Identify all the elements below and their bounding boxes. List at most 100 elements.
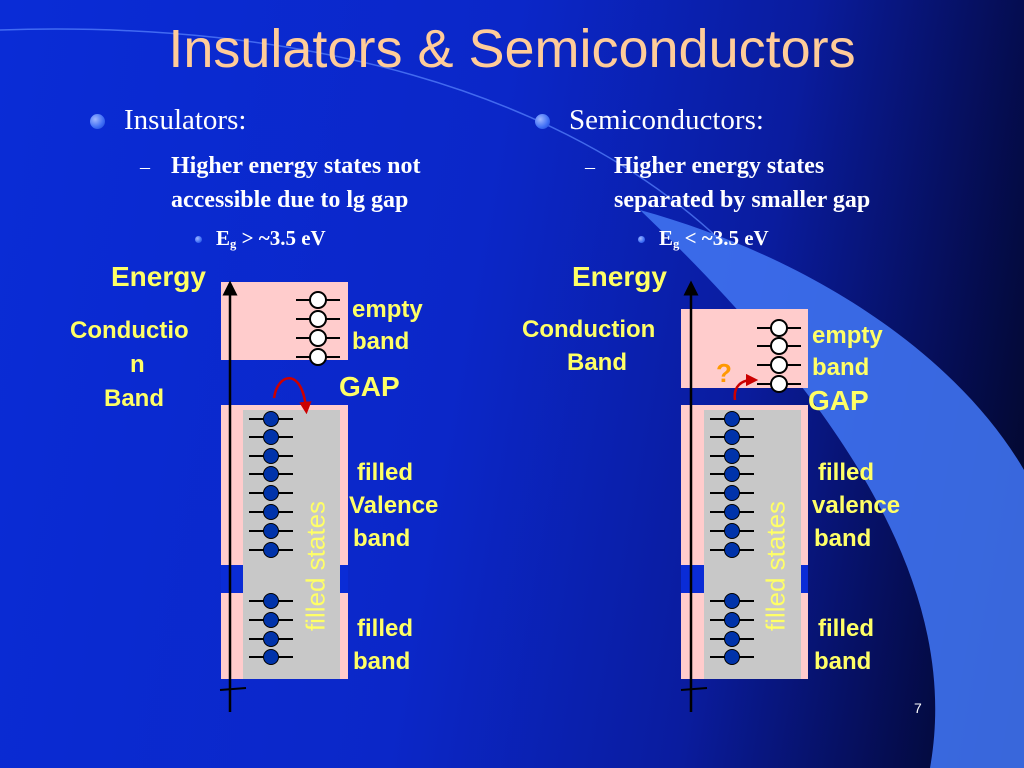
electron-dot xyxy=(724,631,740,647)
eg-symbol: E xyxy=(216,226,231,250)
electron-dot xyxy=(724,429,740,445)
empty-levels xyxy=(757,319,801,393)
electron-dot xyxy=(263,448,279,464)
electron-dot xyxy=(263,593,279,609)
insulators-eg: Eg > ~3.5 eV xyxy=(216,226,326,252)
electron-dot xyxy=(724,542,740,558)
semiconductors-desc-line1: Higher energy states xyxy=(614,153,825,179)
valence-label-line: filled xyxy=(818,459,875,486)
filled-band-label-line: filled xyxy=(357,615,414,642)
electron-dot xyxy=(263,429,279,445)
page-number: 7 xyxy=(914,700,922,716)
filled-band-label: filled band xyxy=(814,612,874,678)
gap-notch xyxy=(801,565,808,593)
empty-state-circle xyxy=(770,319,788,337)
question-mark: ? xyxy=(716,358,732,388)
conduction-label-line: Conduction xyxy=(522,316,656,343)
electron-dot xyxy=(724,448,740,464)
insulator-diagram xyxy=(219,280,348,712)
conduction-band-rect xyxy=(681,309,808,388)
electron-dot xyxy=(263,649,279,665)
valence-label-line: band xyxy=(353,525,411,552)
gap-notch xyxy=(221,565,243,593)
insulators-desc-line2: accessible due to lg gap xyxy=(171,187,409,213)
gap-label: GAP xyxy=(339,371,400,402)
axis-base-tick xyxy=(680,687,708,691)
bullet-icon xyxy=(90,114,105,129)
semiconductors-desc-line2: separated by smaller gap xyxy=(614,187,871,213)
electron-dot xyxy=(724,612,740,628)
lower-levels xyxy=(249,593,293,665)
conduction-band-label: Conductio n Band xyxy=(70,314,220,416)
bullet-icon xyxy=(195,236,202,243)
electron-dot xyxy=(724,411,740,427)
empty-label-line: empty xyxy=(812,322,883,349)
energy-label: Energy xyxy=(111,261,206,292)
eg-value: > ~3.5 eV xyxy=(236,226,326,250)
energy-label: Energy xyxy=(572,261,667,292)
empty-levels xyxy=(296,291,340,366)
electron-dot xyxy=(724,485,740,501)
eg-subscript: g xyxy=(230,237,237,252)
electron-dot xyxy=(263,612,279,628)
electron-dot xyxy=(263,411,279,427)
filled-band-label: filled band xyxy=(353,612,413,678)
filled-states-label: filled states xyxy=(300,500,331,632)
electron-dot xyxy=(263,504,279,520)
filled-band-label-line: band xyxy=(814,648,872,675)
insulators-heading: Insulators: xyxy=(124,104,247,136)
empty-label-line: band xyxy=(812,354,870,381)
eg-symbol: E xyxy=(659,226,674,250)
filled-valence-band-label: filled Valence band xyxy=(349,456,438,555)
filled-band-label-line: filled xyxy=(818,615,875,642)
empty-label-line: empty xyxy=(352,296,423,323)
electron-dot xyxy=(263,523,279,539)
filled-valence-band-label: filled valence band xyxy=(812,456,900,555)
empty-state-circle xyxy=(770,356,788,374)
empty-state-circle xyxy=(770,375,788,393)
filled-states-column xyxy=(243,410,340,679)
empty-state-circle xyxy=(309,329,327,347)
filled-states-label: filled states xyxy=(760,500,791,632)
electron-dot xyxy=(263,466,279,482)
electron-dot xyxy=(724,523,740,539)
axis-base-tick xyxy=(219,687,247,691)
gap-notch xyxy=(340,565,348,593)
conduction-label-line: n xyxy=(130,351,145,378)
empty-label-line: band xyxy=(352,328,410,355)
valence-label-line: filled xyxy=(357,459,414,486)
empty-state-circle xyxy=(309,310,327,328)
electron-dot xyxy=(724,593,740,609)
excitation-arrow xyxy=(272,377,312,415)
empty-state-circle xyxy=(309,348,327,366)
electron-dot xyxy=(724,649,740,665)
filled-states-column xyxy=(704,410,801,679)
electron-dot xyxy=(724,504,740,520)
bullet-icon xyxy=(638,236,645,243)
conduction-label-line: Conductio xyxy=(70,317,189,344)
valence-levels xyxy=(710,411,754,558)
empty-band-label: empty band xyxy=(812,320,883,384)
eg-subscript: g xyxy=(673,237,680,252)
valence-label-line: Valence xyxy=(349,492,439,519)
valence-levels xyxy=(249,411,293,558)
electron-dot xyxy=(263,485,279,501)
semiconductor-diagram xyxy=(680,280,808,712)
semiconductors-heading: Semiconductors: xyxy=(569,104,764,136)
dash-icon: – xyxy=(140,156,150,178)
conduction-band-label: Conduction Band xyxy=(522,313,655,379)
insulators-desc-line1: Higher energy states not xyxy=(171,153,421,179)
empty-band-label: empty band xyxy=(352,294,423,358)
slide-title: Insulators & Semiconductors xyxy=(168,19,856,79)
conduction-band-rect xyxy=(221,282,348,360)
valence-label-line: band xyxy=(814,525,872,552)
gap-notch xyxy=(681,565,704,593)
conduction-label-line: Band xyxy=(567,349,627,376)
empty-state-circle xyxy=(309,291,327,309)
electron-dot xyxy=(724,466,740,482)
empty-state-circle xyxy=(770,337,788,355)
semiconductors-eg: Eg < ~3.5 eV xyxy=(659,226,769,252)
